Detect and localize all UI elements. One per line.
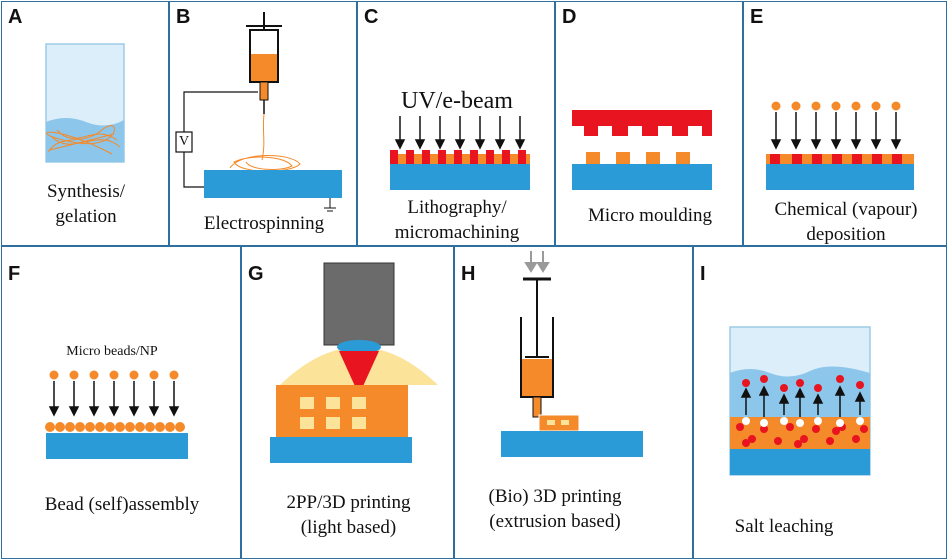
fibers (46, 125, 121, 155)
caption: Micro moulding (556, 204, 744, 229)
structure-pores (300, 397, 366, 429)
deposition-illustration (766, 101, 914, 190)
needle (259, 81, 269, 101)
panel-letter: H (461, 263, 476, 285)
caption-line: deposition (806, 223, 886, 245)
panel-letter: D (562, 6, 577, 28)
substrate (766, 164, 914, 190)
fiber-jet (261, 113, 265, 161)
panel-letter: C (364, 6, 379, 28)
substrate (46, 433, 188, 459)
caption-line: micromachining (394, 221, 520, 243)
caption: Bead (self)assembly (2, 493, 242, 518)
pores (742, 417, 864, 427)
bead-layer (45, 422, 185, 432)
two-photon-printing-illustration (270, 262, 438, 463)
caption-line: (extrusion based) (489, 510, 621, 532)
caption-line: Micro moulding (587, 205, 713, 226)
deposition-sites (770, 154, 902, 164)
panel-letter: A (8, 6, 23, 28)
nozzle (532, 396, 542, 418)
caption-line: Lithography/ (407, 197, 507, 218)
substrate (501, 431, 643, 457)
panel-c: C UV/e-beam Lithography/ micromachining (357, 1, 555, 246)
mould (572, 110, 712, 136)
lithography-illustration (390, 116, 530, 190)
polymer-solution (251, 54, 277, 81)
panel-i: I Salt leaching (693, 246, 947, 559)
caption-line: (light based) (300, 516, 397, 538)
collector-plate (204, 170, 342, 198)
substrate (572, 164, 712, 190)
micro-moulding-illustration (572, 110, 712, 190)
substrate (390, 164, 530, 190)
beads-label: Micro beads/NP (66, 344, 158, 359)
bead-arrows (48, 370, 180, 417)
substrate (270, 437, 412, 463)
gelation-illustration (45, 43, 125, 163)
voltage-label: V (178, 134, 190, 149)
caption: Salt leaching (694, 515, 874, 540)
printed-strand (538, 414, 580, 432)
panel-letter: B (176, 6, 191, 28)
liquid (46, 118, 124, 162)
caption-line: Salt leaching (734, 516, 834, 537)
fiber-mat (229, 155, 301, 172)
laser-beam (339, 351, 379, 395)
circuit-wire (183, 91, 258, 132)
lens-tip (337, 340, 381, 354)
panel-g: G 2PP/3D printing (light based) (241, 246, 454, 559)
caption-line: Bead (self)assembly (44, 494, 200, 515)
panel-b: B V Electrospinning (169, 1, 357, 246)
caption-line: 2PP/3D printing (286, 492, 411, 513)
panel-letter: F (8, 263, 21, 285)
precursor-arrows (770, 101, 902, 150)
printed-structure (276, 385, 408, 437)
caption: Electrospinning (170, 212, 358, 237)
bead-assembly-illustration (45, 370, 188, 459)
uv-arrows (394, 116, 526, 150)
pressure-arrows (524, 251, 550, 273)
panel-f: F Micro beads/NP Bead (self)assembly (1, 246, 241, 559)
bioink (522, 359, 552, 396)
extrusion-printing-illustration (501, 251, 643, 457)
leaching-arrows (740, 375, 866, 417)
electrospinning-illustration (175, 12, 342, 212)
caption-line: gelation (55, 205, 117, 227)
objective-lens (323, 262, 395, 346)
caption-line: (Bio) 3D printing (488, 486, 622, 507)
exposed-pattern (390, 150, 526, 164)
panel-letter: G (248, 263, 264, 285)
caption: Lithography/ micromachining (358, 196, 556, 245)
panel-letter: I (700, 263, 706, 285)
panel-letter: E (750, 6, 764, 28)
salt-particles (736, 423, 868, 448)
panel-d: D Micro moulding (555, 1, 743, 246)
caption: (Bio) 3D printing (extrusion based) (455, 485, 655, 534)
caption-line: Electrospinning (203, 213, 325, 234)
moulded-features (586, 152, 690, 164)
salt-leaching-illustration (729, 326, 871, 476)
caption-line: Chemical (vapour) (774, 199, 918, 220)
panel-a: A Synthesis/ gelation (1, 1, 169, 246)
caption-line: Synthesis/ (46, 181, 126, 202)
panel-e: E Chemical (vapour) deposition (743, 1, 947, 246)
caption: Chemical (vapour) deposition (744, 198, 948, 247)
voltage-source (175, 131, 193, 153)
uv-label: UV/e-beam (401, 88, 513, 114)
caption: 2PP/3D printing (light based) (242, 491, 455, 540)
substrate (730, 449, 870, 475)
panel-h: H (Bio) 3D printing (extrusion based) (454, 246, 693, 559)
caption: Synthesis/ gelation (2, 180, 170, 229)
